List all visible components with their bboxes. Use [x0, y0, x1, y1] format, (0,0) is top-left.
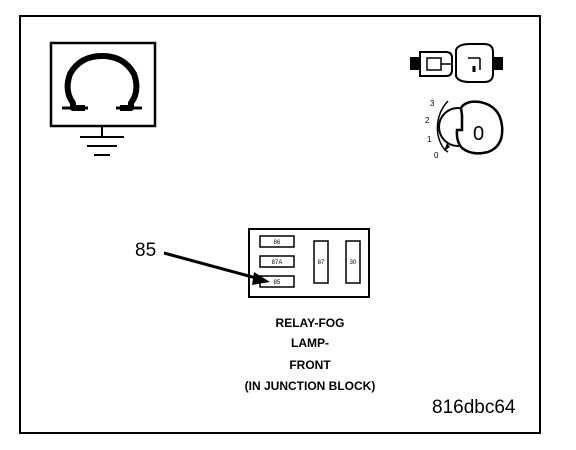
caption-line-2: LAMP- [291, 336, 329, 350]
caption-line-4: (IN JUNCTION BLOCK) [244, 379, 376, 393]
caption-line-3: FRONT [289, 358, 331, 372]
key-label: 0 [473, 123, 484, 145]
terminal-87a-label: 87A [272, 260, 283, 266]
terminal-86-label: 86 [274, 240, 281, 246]
ignition-position-1: 1 [427, 135, 432, 144]
callout-label: 85 [135, 240, 157, 261]
terminal-86 [259, 235, 295, 248]
terminal-85-label: 85 [274, 280, 281, 286]
ignition-position-0: 0 [434, 151, 439, 160]
relay-block: 86 87A 85 87 30 [248, 228, 370, 298]
terminal-30 [345, 240, 361, 284]
terminal-87-label: 87 [318, 260, 325, 266]
connector-icon [410, 43, 503, 83]
ignition-position-2: 2 [425, 116, 430, 125]
terminal-87 [313, 240, 329, 284]
caption-line-1: RELAY-FOG [275, 316, 345, 330]
figure-code: 816dbc64 [432, 397, 516, 418]
outer-border [19, 15, 541, 434]
ignition-position-3: 3 [430, 99, 435, 108]
terminal-30-label: 30 [350, 260, 357, 266]
ground-symbol-icon [49, 41, 157, 156]
callout-arrow-icon [163, 251, 270, 285]
terminal-87a [259, 255, 295, 268]
ignition-switch-icon: 3 2 1 0 0 [425, 99, 504, 160]
